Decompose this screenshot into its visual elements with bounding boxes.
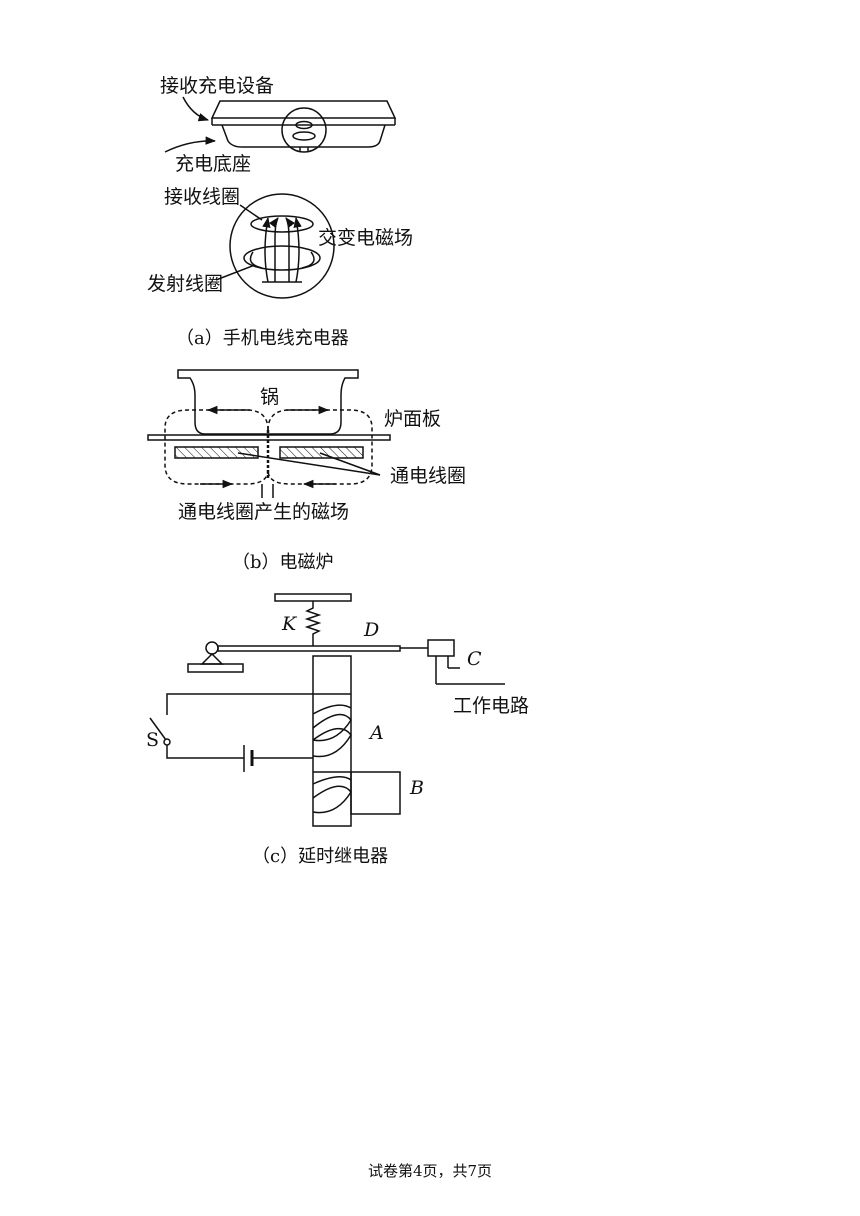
label-work: 工作电路 bbox=[453, 695, 529, 717]
charging-base-shape bbox=[221, 124, 386, 148]
caption-b: （b）电磁炉 bbox=[232, 552, 334, 573]
field-line bbox=[268, 217, 279, 282]
base-arrow bbox=[164, 136, 217, 153]
pivot-base bbox=[187, 663, 244, 673]
label-field: 交变电磁场 bbox=[318, 227, 413, 249]
figure-a bbox=[164, 96, 397, 299]
top-plate bbox=[274, 593, 352, 602]
label-receive-coil: 接收线圈 bbox=[164, 186, 240, 208]
figure-b-labels: 锅 炉面板 通电线圈 通电线圈产生的磁场 （b）电磁炉 bbox=[178, 386, 466, 573]
figure-c-labels: K D C 工作电路 S A B （c）延时继电器 bbox=[146, 613, 529, 867]
switch-s bbox=[149, 717, 167, 741]
label-field-b: 通电线圈产生的磁场 bbox=[178, 501, 349, 523]
caption-c: （c）延时继电器 bbox=[252, 846, 388, 867]
transmit-coil-shape bbox=[243, 245, 321, 271]
caption-a: （a）手机电线充电器 bbox=[176, 328, 349, 349]
figure-a-labels: 接收充电设备 充电底座 接收线圈 交变电磁场 发射线圈 （a）手机电线充电器 bbox=[147, 75, 413, 349]
coil-left bbox=[174, 446, 259, 459]
field-line bbox=[285, 217, 296, 282]
label-a: A bbox=[368, 722, 384, 744]
label-pot: 锅 bbox=[260, 386, 279, 408]
circuit-b bbox=[350, 771, 401, 815]
phone-shape bbox=[210, 100, 397, 119]
coil-a bbox=[312, 704, 352, 758]
label-c: C bbox=[467, 648, 482, 670]
page-footer: 试卷第4页，共7页 bbox=[367, 1162, 493, 1180]
circuit-a-top bbox=[166, 693, 351, 715]
coil-window bbox=[281, 107, 327, 153]
pot-shape bbox=[177, 369, 359, 435]
label-base: 充电底座 bbox=[175, 153, 251, 175]
iron-core bbox=[312, 655, 352, 827]
spring-k bbox=[304, 601, 322, 646]
magnified-view bbox=[229, 193, 335, 299]
label-d: D bbox=[363, 619, 379, 641]
contact-c bbox=[427, 639, 455, 657]
label-receiver: 接收充电设备 bbox=[160, 75, 274, 97]
label-s: S bbox=[146, 729, 159, 751]
coil-right bbox=[279, 446, 364, 459]
field-loop-left bbox=[164, 409, 269, 485]
armature-d bbox=[217, 645, 401, 652]
label-coil: 通电线圈 bbox=[390, 465, 466, 487]
receiver-arrow bbox=[182, 96, 210, 122]
label-b: B bbox=[409, 777, 424, 799]
receive-coil-shape bbox=[250, 215, 314, 233]
figure-b bbox=[147, 369, 391, 498]
pivot bbox=[205, 641, 219, 655]
figure-c bbox=[149, 593, 505, 827]
coil-b bbox=[312, 776, 352, 814]
label-panel: 炉面板 bbox=[384, 408, 441, 430]
label-k: K bbox=[281, 613, 298, 635]
label-transmit-coil: 发射线圈 bbox=[147, 273, 223, 295]
